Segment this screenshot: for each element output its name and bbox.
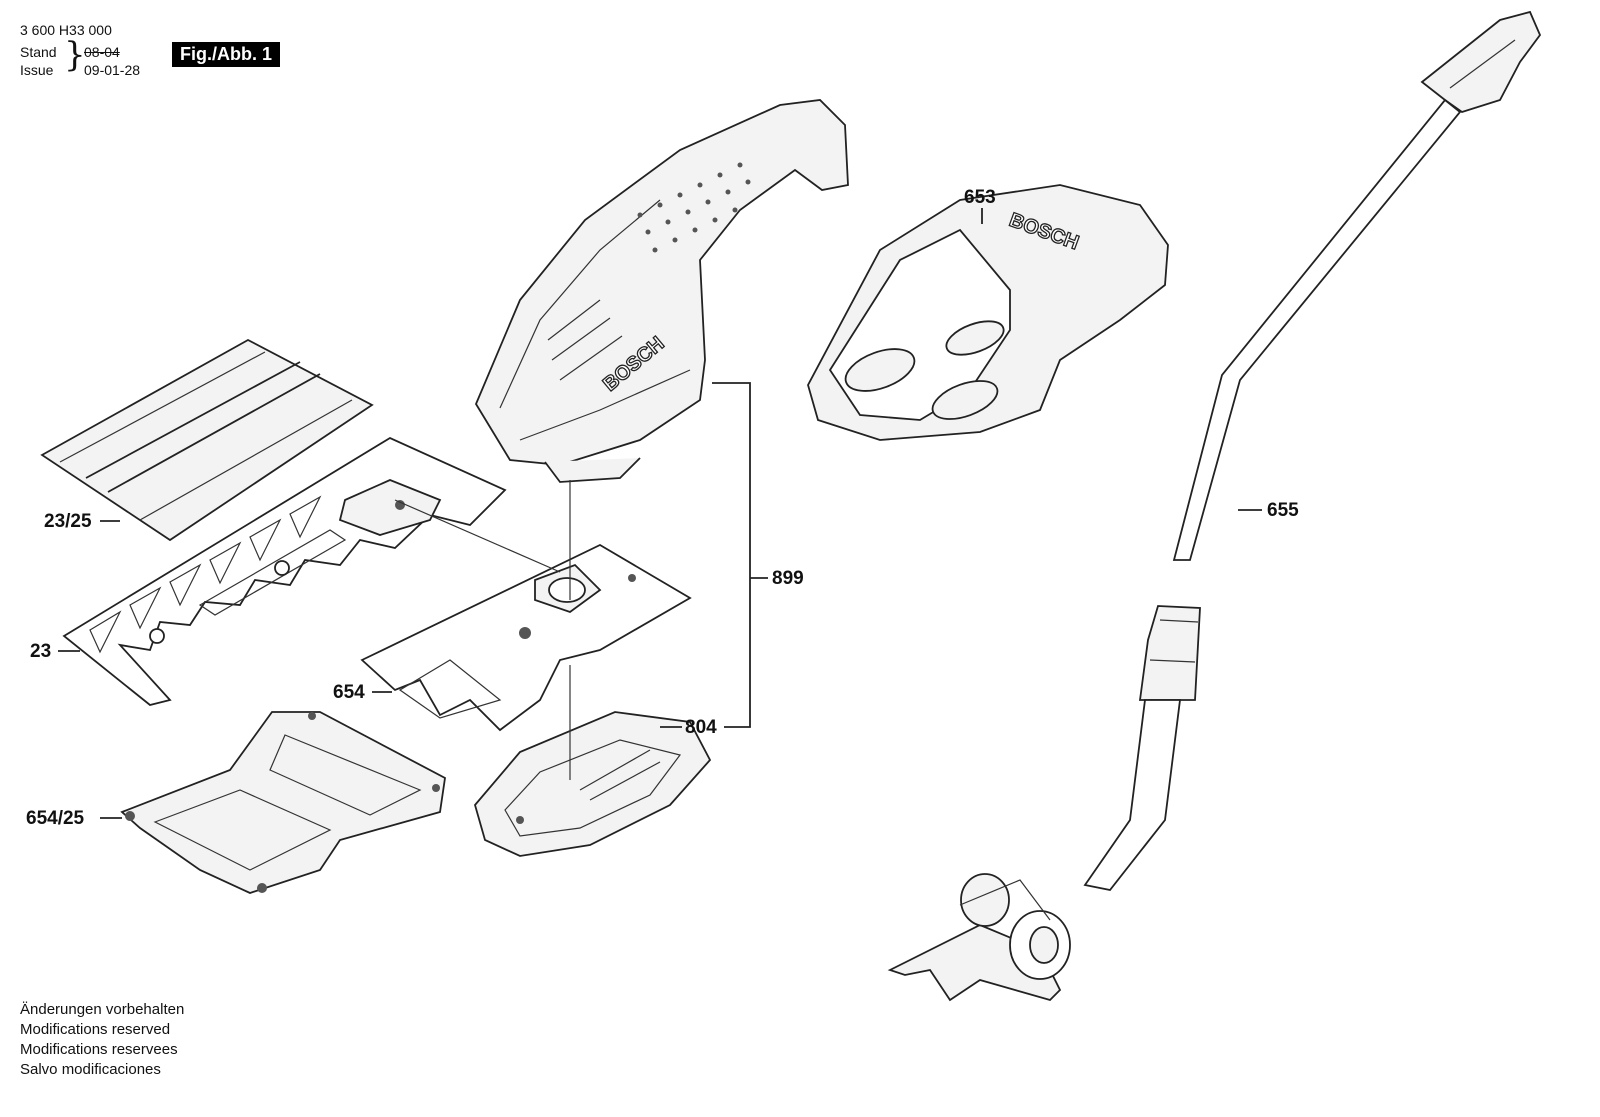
blade-cover-654-25 — [120, 711, 446, 894]
label-804: 804 — [660, 717, 717, 738]
label-899: 899 — [772, 568, 804, 589]
shrub-blade-23 — [62, 436, 507, 706]
notice-line-en: Modifications reserved — [20, 1021, 171, 1038]
notice-line-es: Salvo modificaciones — [20, 1061, 161, 1078]
part-label-23-25: 23/25 — [44, 511, 92, 532]
stand-value: 08-04 — [84, 44, 120, 60]
part-label-899: 899 — [772, 568, 804, 589]
issue-label: Issue — [20, 62, 54, 78]
part-label-804: 804 — [685, 717, 717, 738]
label-23: 23 — [30, 641, 80, 662]
part-label-655: 655 — [1267, 500, 1299, 521]
label-654-25: 654/25 — [26, 808, 122, 829]
part-label-654: 654 — [333, 682, 365, 703]
grass-blade-654 — [360, 543, 692, 732]
stand-label: Stand — [20, 44, 57, 60]
label-655: 655 — [1238, 500, 1299, 521]
figure-label: Fig./Abb. 1 — [172, 42, 280, 67]
part-label-654-25: 654/25 — [26, 808, 85, 829]
telescopic-handle-655 — [887, 10, 1542, 1002]
label-23-25: 23/25 — [44, 511, 120, 532]
notice-line-fr: Modifications reservees — [20, 1041, 178, 1058]
main-housing: BOSCH — [474, 99, 849, 483]
brace-icon: } — [64, 35, 86, 75]
label-653: 653 — [964, 187, 996, 224]
notice-line-de: Änderungen vorbehalten — [20, 1001, 185, 1018]
modification-notice: Änderungen vorbehalten Modifications res… — [20, 1000, 184, 1080]
blade-guard-23-25 — [40, 338, 374, 542]
document-number: 3 600 H33 000 — [20, 22, 112, 38]
issue-value: 09-01-28 — [84, 62, 141, 78]
storage-case-653: BOSCH — [807, 184, 1169, 441]
battery-cover-804 — [474, 711, 712, 857]
assembly-lines — [394, 480, 571, 780]
part-label-653: 653 — [964, 187, 996, 208]
bracket-899 — [712, 382, 768, 728]
label-654: 654 — [333, 682, 392, 703]
part-label-23: 23 — [30, 641, 51, 662]
